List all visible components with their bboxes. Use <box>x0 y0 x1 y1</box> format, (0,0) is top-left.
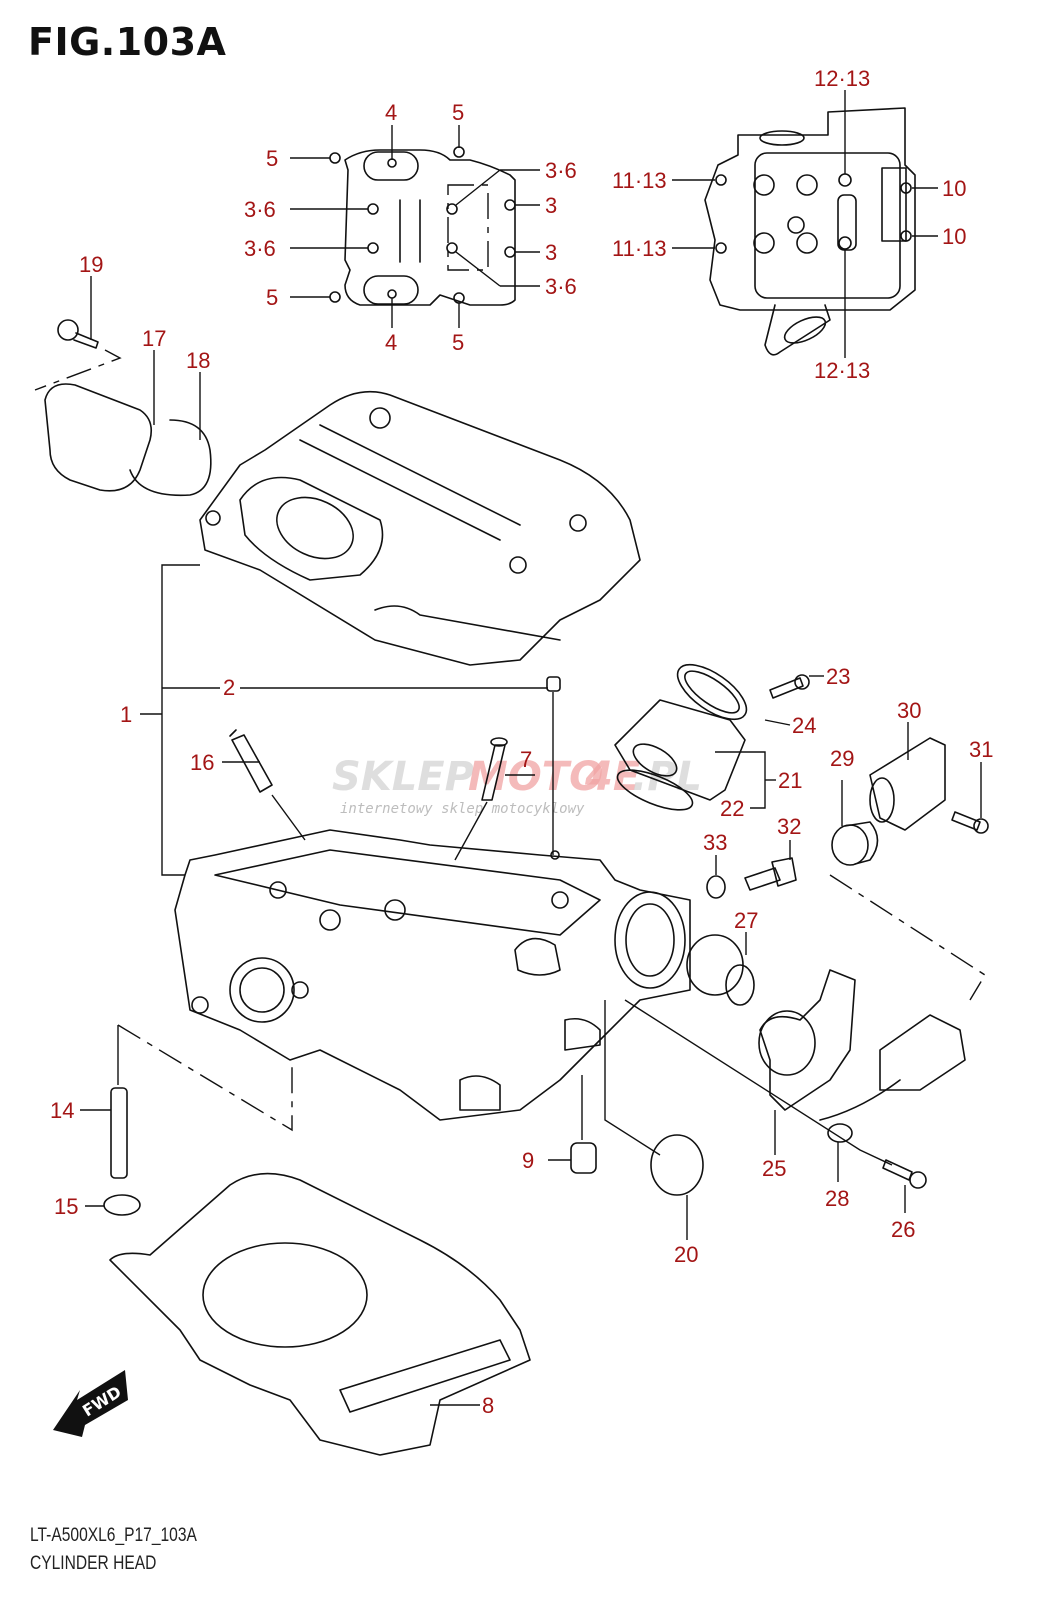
callout-31[interactable]: 31 <box>969 737 993 762</box>
figure-title: FIG.103A <box>28 20 227 64</box>
inset-cover-bolt-pattern: 4 5 5 3·6 3·6 3 3·6 3 5 3·6 4 5 <box>244 100 577 355</box>
part-16-spark-plug[interactable] <box>229 729 273 793</box>
part-8-head-gasket[interactable] <box>109 1172 531 1456</box>
callout-19[interactable]: 19 <box>79 252 103 277</box>
callout-11-13-top[interactable]: 11·13 <box>612 168 667 193</box>
part-15-nut[interactable] <box>103 1194 141 1216</box>
cover-outline <box>344 149 516 306</box>
figure-code: LT-A500XL6_P17_103A <box>30 1525 197 1546</box>
callout-21[interactable]: 21 <box>778 768 802 793</box>
watermark: SKLEP MOTO 4E .PL internetowy sklep moto… <box>332 754 702 817</box>
callout-12-13-bottom[interactable]: 12·13 <box>814 358 870 383</box>
callout-32[interactable]: 32 <box>777 814 801 839</box>
callout-18[interactable]: 18 <box>186 348 210 373</box>
part-31-bolt[interactable] <box>951 811 989 834</box>
part-18-gasket[interactable] <box>129 419 212 497</box>
cover-port-top <box>363 151 419 181</box>
valve-stems <box>753 174 818 254</box>
part-2-dowel[interactable] <box>546 676 561 692</box>
callout-3-6-left-2[interactable]: 3·6 <box>244 236 276 261</box>
head-bolt-holes <box>715 173 912 254</box>
watermark-brand-a: SKLEP <box>332 754 474 800</box>
figure-name: CYLINDER HEAD <box>30 1553 157 1574</box>
callout-27[interactable]: 27 <box>734 908 758 933</box>
part-23-bolt[interactable] <box>769 674 810 699</box>
callout-3-6-right-bottom[interactable]: 3·6 <box>545 274 577 299</box>
callout-24[interactable]: 24 <box>792 713 816 738</box>
part-14-stud[interactable] <box>110 1087 128 1179</box>
callout-11-13-bottom[interactable]: 11·13 <box>612 236 667 261</box>
callout-26[interactable]: 26 <box>891 1217 915 1242</box>
callout-20[interactable]: 20 <box>674 1242 698 1267</box>
inset-head-leader-lines <box>672 90 938 358</box>
part-7-valve-guide[interactable] <box>481 737 508 801</box>
callout-10-top[interactable]: 10 <box>942 176 966 201</box>
callout-15[interactable]: 15 <box>54 1194 78 1219</box>
callout-17[interactable]: 17 <box>142 326 166 351</box>
callout-5-top[interactable]: 5 <box>452 100 464 125</box>
part-cylinder-head[interactable] <box>174 829 691 1121</box>
part-28-gasket-tab[interactable] <box>827 1123 853 1143</box>
callout-29[interactable]: 29 <box>830 746 854 771</box>
callout-23[interactable]: 23 <box>826 664 850 689</box>
watermark-tagline: internetowy sklep motocyklowy <box>340 801 585 817</box>
part-30-housing[interactable] <box>869 737 946 831</box>
fwd-arrow-icon: FWD <box>53 1370 128 1437</box>
bolt-holes <box>329 146 516 304</box>
part-25-water-outlet[interactable] <box>758 969 966 1121</box>
callout-5-left-bottom[interactable]: 5 <box>266 285 278 310</box>
watermark-brand-b: MOTO <box>468 754 603 800</box>
callout-10-bottom[interactable]: 10 <box>942 224 966 249</box>
cover-port-bottom <box>363 275 419 305</box>
inset-head-bolt-pattern: 12·13 11·13 10 11·13 10 12·13 <box>612 66 966 383</box>
callout-3-right-1[interactable]: 3 <box>545 193 557 218</box>
part-32-sensor[interactable] <box>744 857 797 891</box>
callout-1[interactable]: 1 <box>120 702 132 727</box>
part-17-cap[interactable] <box>44 383 153 492</box>
callout-4-bottom[interactable]: 4 <box>385 330 397 355</box>
part-33-washer[interactable] <box>706 875 726 899</box>
callout-22[interactable]: 22 <box>720 796 744 821</box>
part-9-dowel[interactable] <box>570 1142 597 1174</box>
callout-7[interactable]: 7 <box>520 747 532 772</box>
part-21-intake-pipe[interactable] <box>614 699 746 801</box>
part-27-thermostat[interactable] <box>686 934 755 1006</box>
callout-8[interactable]: 8 <box>482 1393 494 1418</box>
callout-3-6-left-1[interactable]: 3·6 <box>244 197 276 222</box>
part-26-bolt[interactable] <box>882 1159 927 1189</box>
callout-12-13-top[interactable]: 12·13 <box>814 66 870 91</box>
part-cylinder-head-cover[interactable] <box>199 390 641 666</box>
callout-3-6-right-top[interactable]: 3·6 <box>545 158 577 183</box>
callout-14[interactable]: 14 <box>50 1098 74 1123</box>
bracket-1 <box>161 564 200 876</box>
callout-28[interactable]: 28 <box>825 1186 849 1211</box>
callout-33[interactable]: 33 <box>703 830 727 855</box>
callout-16[interactable]: 16 <box>190 750 214 775</box>
callout-5-left-top[interactable]: 5 <box>266 146 278 171</box>
callout-30[interactable]: 30 <box>897 698 921 723</box>
callout-3-right-2[interactable]: 3 <box>545 240 557 265</box>
callout-5-bottom[interactable]: 5 <box>452 330 464 355</box>
part-19-bolt[interactable] <box>57 319 99 349</box>
callout-2[interactable]: 2 <box>223 675 235 700</box>
part-20-plug[interactable] <box>650 1134 704 1196</box>
head-outline <box>704 107 916 311</box>
part-22-o-ring[interactable] <box>613 762 698 818</box>
callout-9[interactable]: 9 <box>522 1148 534 1173</box>
callout-25[interactable]: 25 <box>762 1156 786 1181</box>
inset-cover-leader-lines <box>290 125 540 328</box>
part-24-clamp[interactable] <box>669 654 755 729</box>
part-29-cap[interactable] <box>831 821 879 866</box>
callout-4-top[interactable]: 4 <box>385 100 397 125</box>
